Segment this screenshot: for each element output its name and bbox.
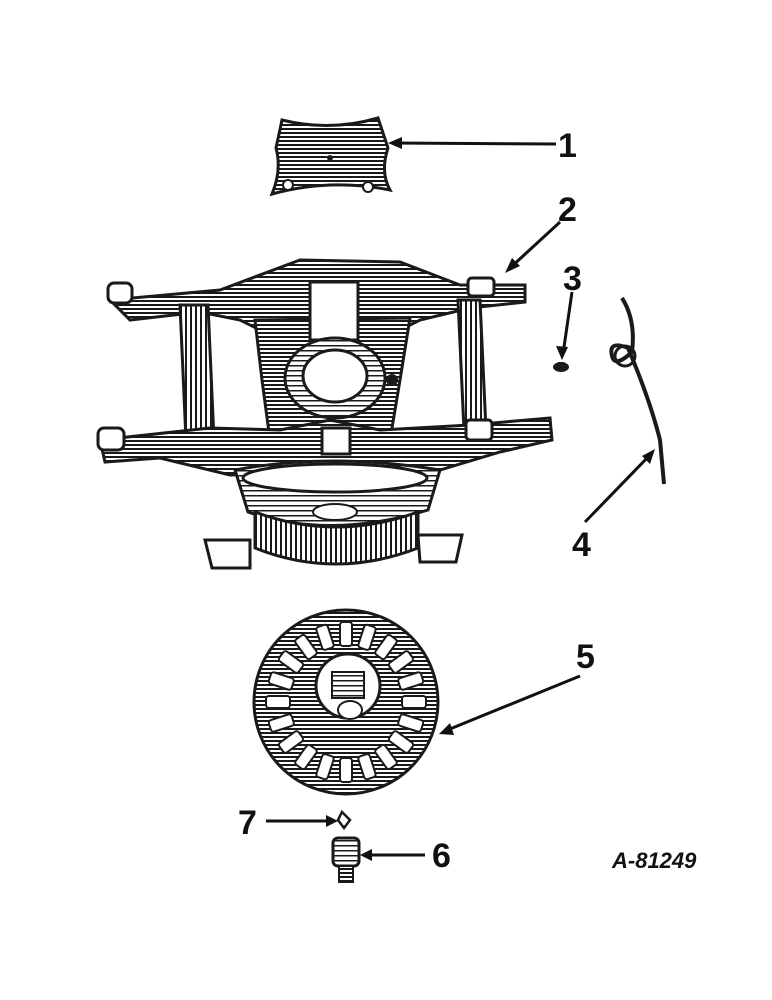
seed-plate-slot xyxy=(387,730,415,754)
seed-plate-slot xyxy=(357,623,377,651)
callout-1: 1 xyxy=(558,127,577,165)
seed-plate-slot xyxy=(294,743,318,771)
plate-icon xyxy=(269,116,393,197)
figure-id: A-81249 xyxy=(611,848,697,873)
seed-plate-slot xyxy=(397,671,425,691)
seed-plate-slot xyxy=(267,713,295,733)
seed-plate-slot xyxy=(294,633,318,661)
seed-plate-slot xyxy=(315,623,335,651)
seed-plate-slot xyxy=(357,753,377,781)
seed-plate-slot xyxy=(277,650,305,674)
seed-plate-slot xyxy=(315,753,335,781)
washer-icon xyxy=(336,809,352,831)
seed-plate-slots xyxy=(265,621,427,783)
rivet-icon xyxy=(553,362,569,372)
seed-plate-slot xyxy=(387,650,415,674)
leader-line-1 xyxy=(391,141,557,146)
leader-line-4 xyxy=(583,453,652,524)
leader-line-3 xyxy=(561,291,574,355)
callout-7: 7 xyxy=(238,804,257,842)
seed-plate-slot xyxy=(339,621,353,647)
callout-2: 2 xyxy=(558,191,577,229)
seed-plate-slot xyxy=(339,757,353,783)
callout-6: 6 xyxy=(432,837,451,875)
seed-plate-icon xyxy=(252,608,440,796)
callout-3: 3 xyxy=(563,260,582,298)
leader-line-5 xyxy=(444,674,581,733)
leader-line-2 xyxy=(508,220,562,270)
seed-plate-slot xyxy=(277,730,305,754)
seed-plate-slot xyxy=(267,671,295,691)
seed-plate-slot xyxy=(397,713,425,733)
seed-plate-slot xyxy=(374,633,398,661)
callout-5: 5 xyxy=(576,638,595,676)
spring-icon xyxy=(609,296,666,485)
callout-4: 4 xyxy=(572,526,591,564)
seed-plate-slot xyxy=(265,695,291,709)
seed-plate-slot xyxy=(401,695,427,709)
bolt-icon xyxy=(331,836,361,883)
frame-icon xyxy=(96,258,554,570)
leader-lines xyxy=(266,137,655,861)
seed-plate-slot xyxy=(374,743,398,771)
callout-labels: 1 2 3 4 5 7 6 xyxy=(238,127,595,875)
